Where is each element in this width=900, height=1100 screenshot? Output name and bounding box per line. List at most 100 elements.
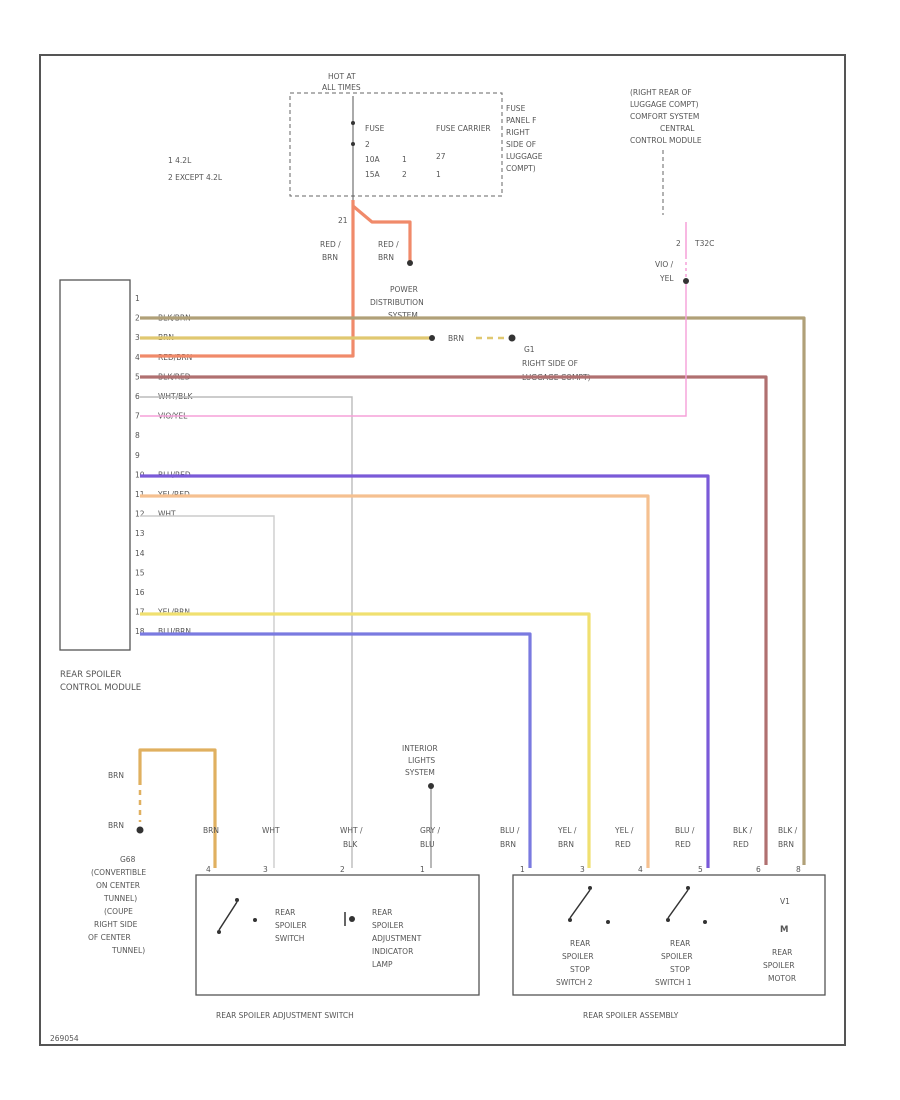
fuse-panel-line: PANEL F	[506, 116, 536, 125]
interior-lights-line: SYSTEM	[405, 768, 435, 777]
comfort-control-module: (RIGHT REAR OF LUGGAGE COMPT) COMFORT SY…	[630, 88, 714, 283]
control-module-pin-number: 14	[135, 549, 145, 558]
adj-switch-title: REAR SPOILER ADJUSTMENT SWITCH	[216, 1011, 354, 1020]
motor-label: MOTOR	[768, 974, 796, 983]
control-module-pin-number: 17	[135, 608, 145, 617]
asm-wire-label: BLU /	[500, 826, 520, 835]
interior-lights-system: INTERIOR LIGHTS SYSTEM	[402, 744, 438, 777]
fuse-panel-line: FUSE	[506, 104, 526, 113]
control-module-pin-number: 16	[135, 588, 145, 597]
stop2-label: REAR	[570, 939, 590, 948]
adj-switch-label: SWITCH	[275, 934, 304, 943]
control-module-pin-number: 8	[135, 431, 140, 440]
fuse-panel-line: COMPT)	[506, 164, 536, 173]
adj-pin: 4	[206, 865, 211, 874]
g68-line: ON CENTER	[96, 881, 140, 890]
control-module-box	[59, 279, 131, 651]
g1-wire-label: BRN	[448, 334, 464, 343]
fuse-qty-2: 2	[402, 170, 407, 179]
adj-lamp-label: INDICATOR	[372, 947, 413, 956]
stop-switch-2-symbol	[568, 886, 610, 924]
stop1-label: SWITCH 1	[655, 978, 692, 987]
fuse-terminal-bottom	[351, 142, 355, 146]
comfort-connector	[683, 278, 689, 284]
control-module-pin-wire-color: WHT	[158, 510, 176, 519]
adj-switch-box	[195, 874, 480, 996]
wire-red-brn-pde	[351, 204, 412, 263]
control-module-pin-wire-color: BLU/BRN	[158, 627, 191, 636]
control-module-title: REAR SPOILER	[60, 670, 122, 680]
asm-pin: 6	[756, 865, 761, 874]
adj-wire-label: BLU	[420, 840, 434, 849]
asm-wire-label: BLU /	[675, 826, 695, 835]
g68-wire-2: BRN	[108, 821, 124, 830]
g68-id: G68	[120, 855, 136, 864]
asm-wire-label: RED	[733, 840, 749, 849]
wire-blk-red	[140, 375, 768, 865]
hot-at-label: HOT AT	[328, 72, 356, 81]
motor-symbol: M	[780, 925, 788, 935]
pde-wire-left: RED /	[320, 240, 341, 249]
interior-lights-connector	[428, 783, 434, 789]
wire-blk-brn	[140, 316, 806, 865]
asm-wire-label: RED	[615, 840, 631, 849]
wire-wht	[140, 515, 275, 868]
pde-wire-right-2: BRN	[378, 253, 394, 262]
fuse-carrier-1: 1	[436, 170, 441, 179]
splice-21: 21	[338, 216, 348, 225]
asm-wire-label: YEL /	[614, 826, 634, 835]
fuse-panel-line: LUGGAGE	[506, 152, 543, 161]
rear-spoiler-adjustment-switch: BRN WHT WHT / BLK GRY / BLU 4 3 2 1 REAR…	[195, 826, 480, 1020]
g1-connector	[429, 335, 435, 341]
fuse-panel-line: RIGHT	[506, 128, 530, 137]
wire-wht-blk	[140, 396, 353, 868]
asm-pin: 8	[796, 865, 801, 874]
comfort-wire-code-2: YEL	[659, 274, 674, 283]
stop2-label: SWITCH 2	[556, 978, 593, 987]
adj-wire-label: WHT	[262, 826, 280, 835]
control-module-pin-number: 2	[135, 314, 140, 323]
asm-wire-label: BLK /	[778, 826, 798, 835]
comfort-line: (RIGHT REAR OF	[630, 88, 692, 97]
g1-line: RIGHT SIDE OF	[522, 359, 578, 368]
comfort-line: CENTRAL	[660, 124, 695, 133]
g68-line: TUNNEL)	[111, 946, 145, 955]
asm-pin: 5	[698, 865, 703, 874]
adj-pin: 1	[420, 865, 425, 874]
motor-label: REAR	[772, 948, 792, 957]
control-module-pin-number: 15	[135, 568, 145, 577]
adj-lamp-label: SPOILER	[372, 921, 404, 930]
adj-switch-label: REAR	[275, 908, 295, 917]
diagram-border	[39, 54, 846, 1046]
stop1-label: REAR	[670, 939, 690, 948]
stop2-label: STOP	[570, 965, 590, 974]
control-module-pin-number: 12	[135, 510, 145, 519]
control-module-pin-number: 5	[135, 372, 140, 381]
power-distribution: 21 RED / BRN RED / BRN POWER DISTRIBUTIO…	[320, 216, 424, 320]
asm-pin: 3	[580, 865, 585, 874]
asm-wire-label: YEL /	[557, 826, 577, 835]
fuse-label: FUSE	[365, 124, 385, 133]
comfort-pin-id: T32C	[694, 239, 714, 248]
fuse-carrier-num: 27	[436, 152, 446, 161]
legend-note-1: 1 4.2L	[168, 156, 192, 165]
pde-line: POWER	[390, 285, 418, 294]
pde-wire-left-2: BRN	[322, 253, 338, 262]
adj-wire-label: WHT /	[340, 826, 363, 835]
stop2-label: SPOILER	[562, 952, 594, 961]
fuse-panel-box	[289, 92, 503, 197]
asm-wire-label: BLK /	[733, 826, 753, 835]
adj-pin: 2	[340, 865, 345, 874]
fuse-rating-1: 10A	[365, 155, 381, 164]
g1-id: G1	[524, 345, 535, 354]
ground-g68: BRN BRN G68 (CONVERTIBLE ON CENTER TUNNE…	[88, 771, 146, 955]
adj-switch-label: SPOILER	[275, 921, 307, 930]
comfort-line: COMFORT SYSTEM	[630, 112, 699, 121]
g68-line: (COUPE	[104, 907, 133, 916]
g68-ground-point	[136, 826, 144, 834]
wire-yel-brn	[140, 612, 591, 868]
motor-id: V1	[780, 897, 790, 906]
switch-symbol	[217, 898, 257, 934]
motor-label: SPOILER	[763, 961, 795, 970]
